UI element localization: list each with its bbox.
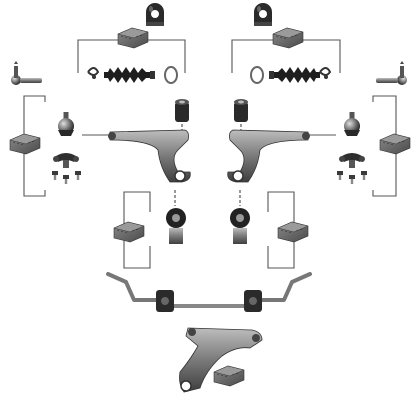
mounting-bolts [52, 171, 81, 184]
ball-joint-bracket-left [53, 153, 79, 168]
control-arm-right [227, 129, 310, 183]
boot-clamp [87, 67, 100, 79]
arm-front-bushing-left [175, 99, 189, 122]
mounting-kit-box [277, 221, 309, 243]
tie-rod-end-right [376, 61, 407, 85]
steering-boot [104, 67, 155, 83]
ball-joint-right [344, 112, 360, 136]
arm-front-bushing-right [234, 99, 248, 122]
stabilizer-bar [106, 272, 312, 308]
boot-clamp [319, 67, 332, 79]
bracket-line [231, 39, 341, 73]
mounting-kit-box [113, 221, 145, 243]
control-arm-left [108, 129, 191, 183]
mounting-kit-box [213, 365, 245, 387]
stabilizer-bushing-top-left [146, 3, 164, 26]
steering-boot [269, 67, 320, 83]
ball-joint-left [58, 112, 74, 136]
bracket-line [77, 39, 186, 73]
mounting-kit-box [379, 133, 411, 155]
ball-joint-bracket-right [339, 153, 365, 168]
tie-rod-end-left [11, 61, 42, 85]
arm-rear-bushing-left [166, 208, 186, 244]
stabilizer-bushing-top-right [254, 3, 272, 26]
mounting-bolts [337, 171, 367, 184]
boot-ring [164, 66, 178, 84]
control-arm-bottom [179, 327, 263, 393]
mounting-kit-box [117, 27, 149, 49]
stabilizer-bushing-bottom-left [156, 290, 174, 312]
mounting-kit-box [272, 27, 304, 49]
stabilizer-bushing-bottom-right [244, 290, 262, 312]
boot-ring [250, 66, 264, 84]
arm-rear-bushing-right [230, 208, 250, 244]
mounting-kit-box [9, 133, 41, 155]
